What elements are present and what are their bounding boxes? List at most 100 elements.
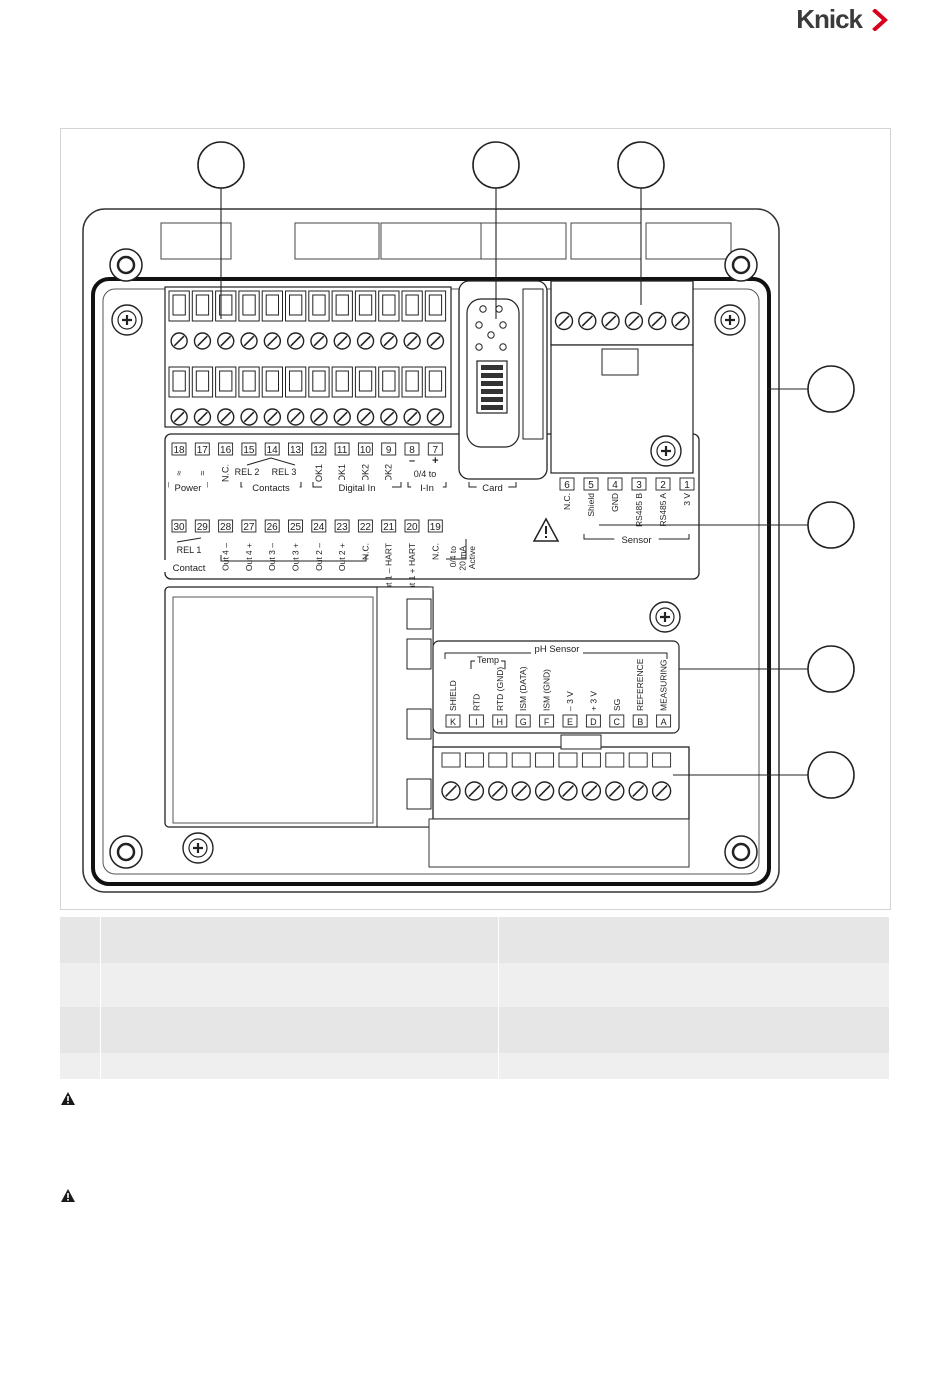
socket-contact — [481, 389, 503, 394]
ph-signal: REFERENCE — [635, 658, 645, 711]
cross-icon — [660, 612, 670, 622]
screw-slot — [632, 785, 645, 797]
callout-circle — [472, 141, 520, 189]
terminal-clamp — [308, 366, 330, 398]
screw-slot — [360, 411, 371, 423]
ph-signal: + 3 V — [588, 691, 598, 711]
terminal-number-box — [539, 714, 555, 728]
hinge-tab — [406, 638, 432, 670]
screw-slot — [515, 785, 528, 797]
table-row — [60, 917, 889, 963]
terminal-number: 13 — [290, 445, 302, 456]
terminal-number: 10 — [360, 445, 372, 456]
relay-label: REL 1 — [177, 545, 202, 555]
terminal-number-box — [264, 442, 280, 456]
terminal-number: 26 — [267, 522, 279, 533]
terminal-number-box — [585, 714, 601, 728]
mounting-hole-inner — [116, 255, 136, 275]
terminal-signal: + — [432, 455, 438, 467]
terminal-number: 18 — [173, 445, 185, 456]
terminal-signal: N.C. — [221, 464, 231, 482]
terminal-number-box — [631, 477, 647, 491]
terminal-number-box — [334, 519, 350, 533]
screw-slot — [604, 315, 617, 327]
ph-signal: MEASURING — [659, 660, 669, 711]
ph-terminal-letter: F — [544, 717, 550, 727]
screw-slot — [491, 785, 504, 797]
terminal-signal: Out 4 – — [221, 543, 231, 571]
screw-slot — [468, 785, 481, 797]
callout-circle — [807, 751, 855, 799]
terminal-signal: RS485 B — [634, 493, 644, 527]
screw-slot — [173, 411, 185, 423]
cable-gland-slot — [294, 222, 380, 260]
terminal-clamp — [308, 290, 330, 322]
screw-slot — [266, 411, 278, 423]
terminal-number-box — [218, 519, 234, 533]
sensor-latch — [601, 348, 639, 376]
cross-icon — [725, 315, 735, 325]
socket-contact — [481, 365, 503, 370]
terminal-number-box — [632, 714, 648, 728]
cable-gland-slot — [645, 222, 732, 260]
terminal-number-box — [656, 714, 672, 728]
group-bracket — [446, 539, 467, 560]
wire-entry — [358, 370, 373, 392]
terminal-number-box — [515, 714, 531, 728]
screw-slot — [383, 411, 395, 423]
terminal-number: 3 — [636, 480, 642, 491]
terminal-signal: OK2 — [360, 464, 370, 482]
screw-slot — [655, 785, 668, 797]
ph-signal: – 3 V — [565, 691, 575, 711]
terminal-number-box — [311, 442, 327, 456]
ph-terminal-letter: H — [497, 717, 504, 727]
terminal-signal: RS485 A — [658, 493, 668, 527]
group-label-bg — [163, 560, 215, 572]
terminal-number-box — [357, 519, 373, 533]
terminal-number-box — [583, 477, 599, 491]
screw-slot — [628, 315, 640, 327]
screw-slot — [173, 335, 185, 347]
wire-entry — [265, 370, 279, 392]
screw-slot — [562, 785, 574, 797]
socket-contact — [481, 397, 503, 402]
terminal-number: 29 — [197, 522, 209, 533]
wire-entry — [289, 370, 303, 392]
group-label-power: Power — [175, 483, 202, 494]
ph-block-latch — [560, 734, 602, 750]
wire-entry — [312, 294, 326, 316]
terminal-signal: Out 3 + — [291, 543, 301, 571]
ph-terminal-letter: G — [520, 717, 527, 727]
terminal-number: 15 — [243, 445, 255, 456]
screw-slot — [581, 315, 593, 327]
terminal-signal: OK1 — [314, 464, 324, 482]
wire-entry — [172, 370, 186, 392]
screw-slot — [197, 411, 208, 423]
wire-entry — [219, 294, 233, 316]
wire-entry — [405, 294, 419, 316]
terminal-number-box — [381, 442, 397, 456]
terminal-clamp — [401, 290, 423, 322]
terminal-number-box — [334, 442, 350, 456]
terminal-clamp — [581, 752, 601, 768]
terminal-number-box — [609, 714, 625, 728]
terminal-number-box — [562, 714, 578, 728]
group-label-bg — [242, 480, 300, 492]
ph-terminal-letter: C — [614, 717, 621, 727]
screw-slot — [290, 335, 302, 347]
terminal-signal: OK2 — [384, 464, 394, 482]
terminal-clamp — [354, 366, 377, 398]
socket-contact — [481, 373, 503, 378]
brand-name: Knick — [796, 4, 863, 34]
cross-icon — [661, 446, 671, 456]
terminal-signal: Out 1 – HART — [384, 543, 394, 596]
terminal-number-box — [381, 519, 397, 533]
wire-entry — [172, 294, 186, 316]
terminal-number: 7 — [433, 445, 439, 456]
callout-circle — [807, 645, 855, 693]
group-label-i-in: I-In — [420, 483, 434, 494]
compartment-cover — [172, 596, 374, 824]
terminal-number: 20 — [406, 522, 418, 533]
terminal-clamp — [168, 290, 190, 322]
terminal-clamp — [511, 752, 531, 768]
